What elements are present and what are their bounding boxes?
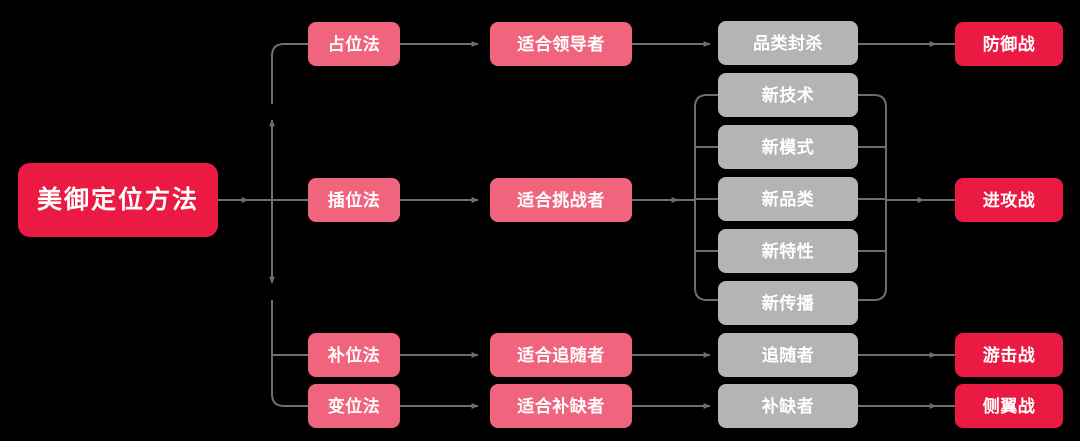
wire-trunk-m3 <box>271 300 308 356</box>
warfare-node-2[interactable]: 进攻战 <box>955 178 1063 222</box>
bracket-left <box>694 94 718 301</box>
wire-trunk-m1 <box>271 43 308 104</box>
method-node-4[interactable]: 变位法 <box>308 384 400 428</box>
warfare-node-4[interactable]: 侧翼战 <box>955 384 1063 428</box>
audience-node-4[interactable]: 适合补缺者 <box>490 384 632 428</box>
method-node-2[interactable]: 插位法 <box>308 178 400 222</box>
audience-node-1[interactable]: 适合领导者 <box>490 22 632 66</box>
method-node-3[interactable]: 补位法 <box>308 333 400 377</box>
bracket-right <box>858 94 887 301</box>
tactic-node-1[interactable]: 品类封杀 <box>718 21 858 65</box>
audience-node-3[interactable]: 适合追随者 <box>490 333 632 377</box>
tactic-node-2a[interactable]: 新技术 <box>718 73 858 117</box>
root-node[interactable]: 美御定位方法 <box>18 163 218 237</box>
tactic-node-2c[interactable]: 新品类 <box>718 177 858 221</box>
tactic-node-2e[interactable]: 新传播 <box>718 281 858 325</box>
warfare-node-1[interactable]: 防御战 <box>955 22 1063 66</box>
wire-trunk-m4 <box>271 355 308 407</box>
tactic-node-2b[interactable]: 新模式 <box>718 125 858 169</box>
tactic-node-2d[interactable]: 新特性 <box>718 229 858 273</box>
tactic-node-4[interactable]: 补缺者 <box>718 384 858 428</box>
warfare-node-3[interactable]: 游击战 <box>955 333 1063 377</box>
tactic-node-3[interactable]: 追随者 <box>718 333 858 377</box>
audience-node-2[interactable]: 适合挑战者 <box>490 178 632 222</box>
method-node-1[interactable]: 占位法 <box>308 22 400 66</box>
